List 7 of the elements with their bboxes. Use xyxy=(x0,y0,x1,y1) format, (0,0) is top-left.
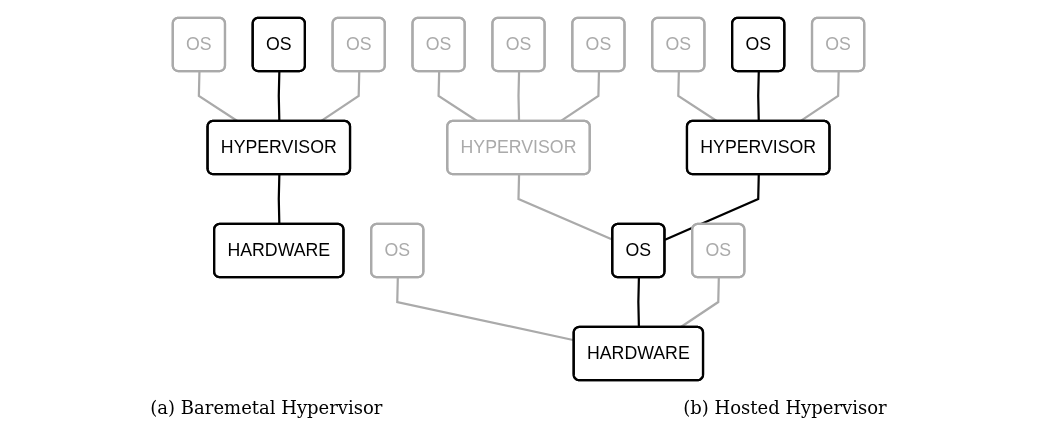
connector xyxy=(277,174,281,224)
connector xyxy=(517,71,521,121)
caption: (b) Hosted Hypervisor xyxy=(683,397,887,420)
connector xyxy=(277,71,281,121)
caption: (a) Baremetal Hypervisor xyxy=(150,397,383,420)
connector xyxy=(664,174,760,241)
connector xyxy=(757,71,760,121)
